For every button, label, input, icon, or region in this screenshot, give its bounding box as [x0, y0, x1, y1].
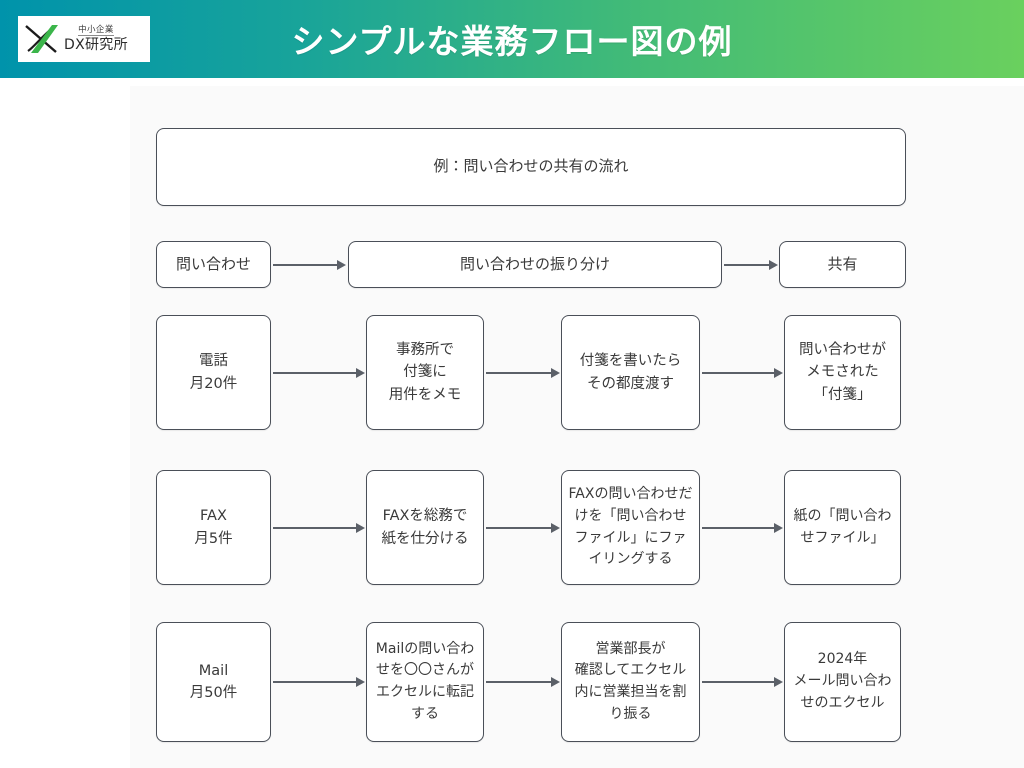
brand-logo: 中小企業 DX研究所 — [18, 16, 150, 62]
arrow-stage-2 — [724, 260, 778, 270]
arrow-fax-3 — [702, 523, 783, 533]
node-label: Mail 月50件 — [189, 662, 238, 701]
node-mail-source[interactable]: Mail 月50件 — [156, 622, 271, 742]
node-label: 電話 月20件 — [189, 353, 238, 392]
node-label: Mailの問い合わせを〇〇さんがエクセルに転記する — [375, 640, 475, 722]
arrow-mail-1 — [273, 677, 365, 687]
node-label: 事務所で 付箋に 用件をメモ — [388, 341, 462, 403]
arrow-stage-1 — [273, 260, 346, 270]
node-label: 付箋を書いたら その都度渡す — [579, 353, 682, 392]
node-label: 問い合わせが メモされた 「付箋」 — [799, 341, 886, 403]
node-stage-share[interactable]: 共有 — [779, 241, 906, 288]
brand-logo-line2: DX研究所 — [64, 37, 128, 54]
node-stage-inquiry[interactable]: 問い合わせ — [156, 241, 271, 288]
node-fax-step-1[interactable]: FAXを総務で 紙を仕分ける — [366, 470, 484, 585]
node-mail-result[interactable]: 2024年 メール問い合わせのエクセル — [784, 622, 901, 742]
node-label: FAXを総務で 紙を仕分ける — [381, 508, 469, 547]
node-phone-step-2[interactable]: 付箋を書いたら その都度渡す — [561, 315, 700, 430]
node-label: 共有 — [827, 254, 858, 273]
node-stage-routing[interactable]: 問い合わせの振り分け — [348, 241, 722, 288]
node-label: FAXの問い合わせだけを「問い合わせファイル」にファイリングする — [568, 486, 693, 568]
node-label: 営業部長が 確認してエクセル内に営業担当を割り振る — [574, 640, 687, 722]
node-phone-source[interactable]: 電話 月20件 — [156, 315, 271, 430]
arrow-mail-2 — [486, 677, 560, 687]
node-fax-step-2[interactable]: FAXの問い合わせだけを「問い合わせファイル」にファイリングする — [561, 470, 700, 585]
node-mail-step-1[interactable]: Mailの問い合わせを〇〇さんがエクセルに転記する — [366, 622, 484, 742]
node-phone-step-1[interactable]: 事務所で 付箋に 用件をメモ — [366, 315, 484, 430]
node-phone-result[interactable]: 問い合わせが メモされた 「付箋」 — [784, 315, 901, 430]
diagram-title-label: 例：問い合わせの共有の流れ — [433, 157, 629, 176]
brand-logo-text: 中小企業 DX研究所 — [64, 26, 128, 53]
node-label: 問い合わせの振り分け — [459, 254, 610, 273]
arrow-fax-2 — [486, 523, 560, 533]
arrow-phone-2 — [486, 368, 560, 378]
diagram-title-box[interactable]: 例：問い合わせの共有の流れ — [156, 128, 906, 206]
brand-logo-line1: 中小企業 — [78, 24, 114, 37]
node-fax-result[interactable]: 紙の「問い合わせファイル」 — [784, 470, 901, 585]
arrow-phone-3 — [702, 368, 783, 378]
node-label: FAX 月5件 — [194, 508, 233, 547]
dx-kenkyujo-logo-icon — [25, 25, 58, 53]
node-fax-source[interactable]: FAX 月5件 — [156, 470, 271, 585]
node-mail-step-2[interactable]: 営業部長が 確認してエクセル内に営業担当を割り振る — [561, 622, 700, 742]
node-label: 2024年 メール問い合わせのエクセル — [793, 651, 892, 711]
arrow-mail-3 — [702, 677, 783, 687]
arrow-fax-1 — [273, 523, 365, 533]
node-label: 紙の「問い合わせファイル」 — [793, 507, 892, 546]
arrow-phone-1 — [273, 368, 365, 378]
node-label: 問い合わせ — [175, 254, 251, 273]
